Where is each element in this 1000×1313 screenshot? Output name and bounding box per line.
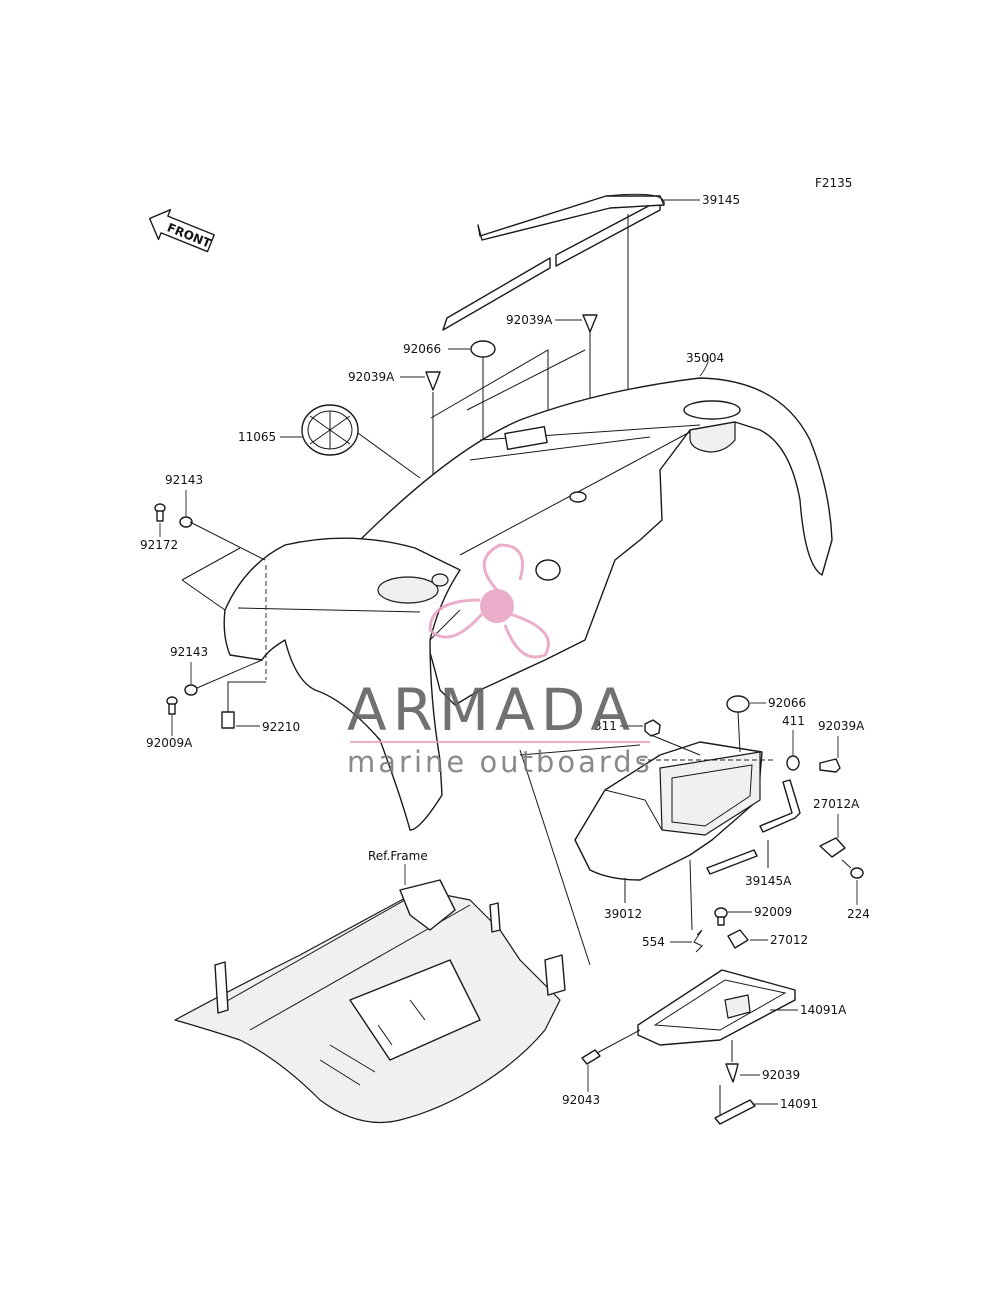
ref-frame-label: Ref.Frame — [368, 849, 428, 863]
callout-311: 311 — [594, 719, 617, 733]
callout-14091: 14091 — [780, 1097, 818, 1111]
callout-92066-right: 92066 — [768, 696, 806, 710]
trim-strip-39145 — [442, 193, 665, 331]
watermark-subtitle: marine outboards — [347, 745, 653, 779]
callout-39145: 39145 — [702, 193, 740, 207]
callout-92172: 92172 — [140, 538, 178, 552]
reference-frame — [174, 879, 566, 1124]
washer-411 — [786, 755, 800, 771]
seal-strip-39145a — [706, 779, 801, 875]
callout-92066-top: 92066 — [403, 342, 441, 356]
figure-code: F2135 — [815, 176, 852, 190]
bolt-92009a — [166, 696, 178, 715]
washer-92143-top — [179, 516, 193, 528]
callout-92039a-left: 92039A — [348, 370, 395, 384]
bolt-92172 — [154, 503, 166, 522]
callout-554: 554 — [642, 935, 665, 949]
watermark-title: ARMADA — [347, 676, 636, 744]
lid-tray-14091a — [637, 969, 796, 1046]
clip-92039a-left — [425, 371, 441, 391]
latch-27012 — [727, 929, 749, 949]
callout-92143-top: 92143 — [165, 473, 203, 487]
callout-92143-low: 92143 — [170, 645, 208, 659]
screw-224 — [850, 867, 864, 879]
callout-27012a: 27012A — [813, 797, 860, 811]
callout-27012: 27012 — [770, 933, 808, 947]
callout-92210: 92210 — [262, 720, 300, 734]
callout-35004: 35004 — [686, 351, 724, 365]
front-body-shell — [223, 537, 461, 831]
armada-watermark-logo: ARMADA marine outboards — [347, 543, 653, 779]
callout-14091a: 14091A — [800, 1003, 847, 1017]
callout-92039a-right: 92039A — [818, 719, 865, 733]
round-cover-11065 — [301, 404, 359, 456]
callout-39145a: 39145A — [745, 874, 792, 888]
callout-92039: 92039 — [762, 1068, 800, 1082]
latch-27012a — [819, 837, 846, 858]
glove-box-39012 — [574, 741, 763, 881]
front-direction-arrow-icon: FRONT — [148, 208, 215, 253]
pin-92043 — [581, 1049, 601, 1065]
clip-92039 — [725, 1063, 739, 1083]
washer-92143-low — [184, 684, 198, 696]
bolt-92009 — [714, 907, 728, 926]
cap-92066-right — [726, 695, 750, 713]
clip-nut-92210 — [221, 711, 235, 729]
callout-224: 224 — [847, 907, 870, 921]
callout-11065: 11065 — [238, 430, 276, 444]
handle-14091 — [714, 1099, 756, 1125]
callout-92009a: 92009A — [146, 736, 193, 750]
callout-411: 411 — [782, 714, 805, 728]
callout-39012: 39012 — [604, 907, 642, 921]
propeller-logo-icon — [428, 543, 550, 659]
nut-311 — [644, 719, 661, 737]
callout-92039a-top: 92039A — [506, 313, 553, 327]
spring-554 — [693, 929, 703, 953]
clip-92039a-top — [582, 314, 598, 333]
callout-92009: 92009 — [754, 905, 792, 919]
cap-92066-top — [470, 340, 496, 358]
clip-92039a-right — [819, 758, 841, 773]
callout-92043: 92043 — [562, 1093, 600, 1107]
